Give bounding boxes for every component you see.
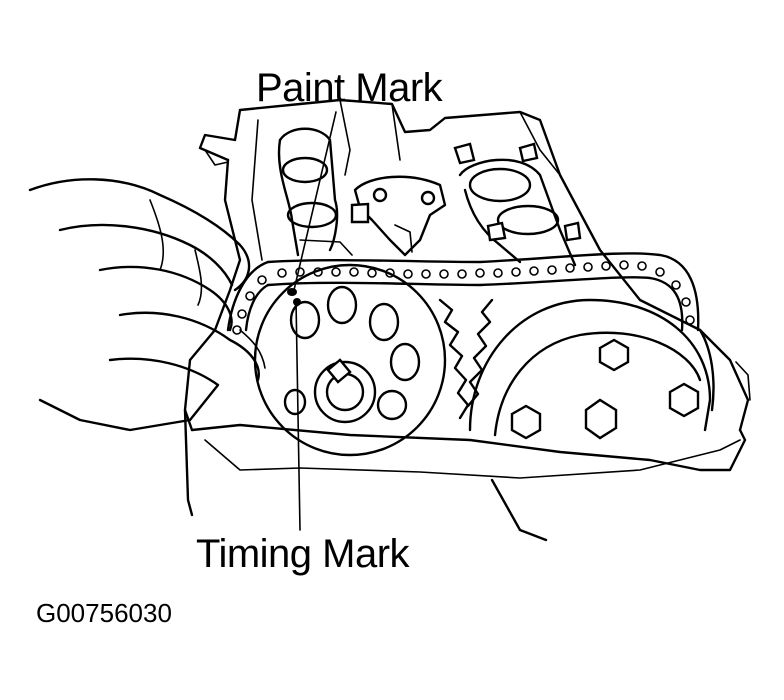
left-camshaft xyxy=(277,127,353,257)
right-cam-sprocket xyxy=(438,298,715,440)
center-bracket xyxy=(350,175,447,257)
timing-mark-label: Timing Mark xyxy=(196,532,410,576)
paint-mark-dot xyxy=(287,288,297,296)
paint-mark-leader xyxy=(293,111,337,291)
hand xyxy=(28,178,266,432)
hub-bolts xyxy=(510,338,700,440)
leader-lines xyxy=(287,111,337,531)
right-camshaft xyxy=(453,142,582,267)
figure-id: G00756030 xyxy=(36,598,172,628)
chain-links xyxy=(232,260,695,335)
left-cam-sprocket xyxy=(253,263,447,457)
timing-mark-dot xyxy=(293,298,301,306)
timing-mark-leader xyxy=(295,299,301,531)
cylinder-head-outline xyxy=(183,98,751,542)
timing-chain xyxy=(226,252,700,335)
paint-mark-label: Paint Mark xyxy=(256,66,443,110)
